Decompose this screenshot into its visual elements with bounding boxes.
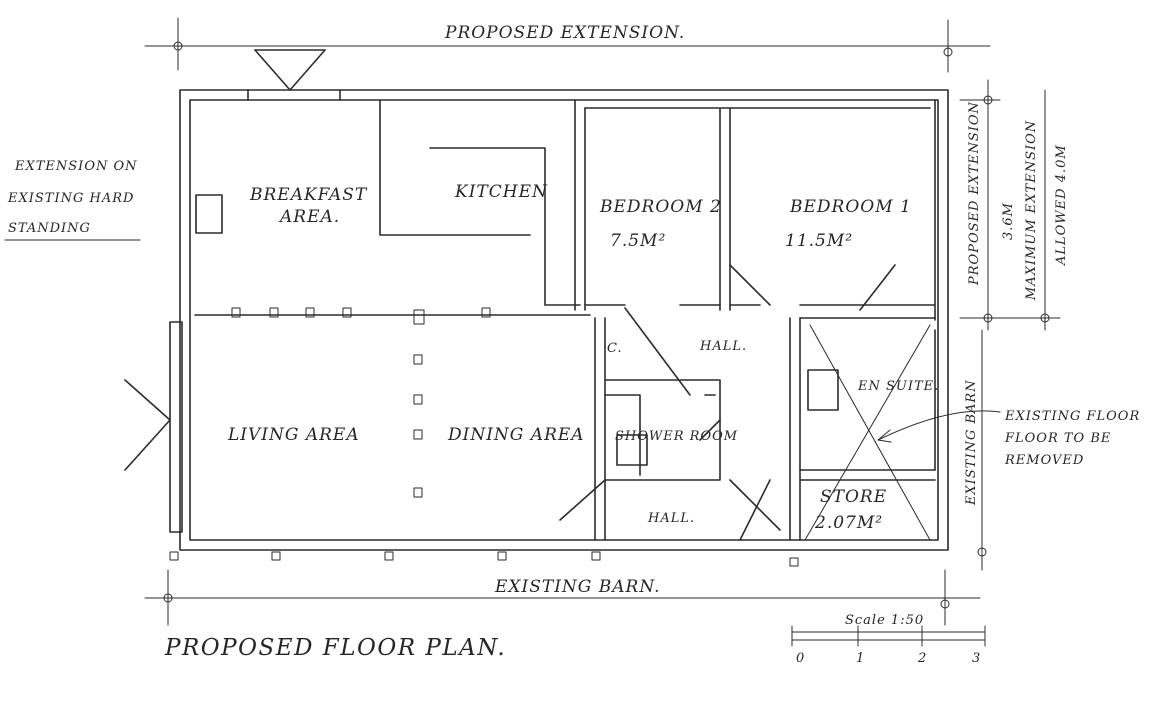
room-shower: SHOWER ROOM [615,429,738,444]
room-bedroom2: BEDROOM 2 [599,197,722,217]
right-vertical-2b: ALLOWED 4.0M [1054,144,1069,266]
dimension-lines [144,17,1061,626]
right-vertical-1a: PROPOSED EXTENSION [967,101,982,286]
bottom-label: EXISTING BARN. [494,577,661,597]
room-store-area: 2.07M² [814,513,883,533]
room-cupboard: C. [607,341,623,356]
room-breakfast-1: BREAKFAST [249,185,368,205]
floor-note-2: FLOOR TO BE [1004,431,1111,446]
floor-note-1: EXISTING FLOOR [1004,409,1140,424]
room-breakfast-2: AREA. [278,207,340,227]
room-dining: DINING AREA [447,425,585,445]
room-ensuite: EN SUITE. [857,379,939,394]
room-hall-upper: HALL. [699,339,747,354]
right-vertical-3: EXISTING BARN [964,379,979,506]
room-living: LIVING AREA [227,425,360,445]
internal-walls [194,99,936,541]
plan-title: PROPOSED FLOOR PLAN. [164,635,506,661]
left-note-3: STANDING [8,221,91,236]
room-hall-lower: HALL. [647,511,695,526]
floor-removal-marks [804,324,1001,541]
scale-label: Scale 1:50 [845,613,924,628]
left-note-1: EXTENSION ON [14,159,138,174]
scale-tick-2: 2 [917,651,927,666]
right-vertical-1b: 3.6M [1001,202,1016,240]
posts [169,307,799,567]
floor-note-3: REMOVED [1004,453,1084,468]
scale-bar [4,239,986,647]
room-bedroom2-area: 7.5M² [610,231,666,251]
room-bedroom1-area: 11.5M² [785,231,853,251]
scale-tick-1: 1 [856,651,865,666]
room-store: STORE [820,487,887,507]
left-note-2: EXISTING HARD [7,191,134,206]
room-kitchen: KITCHEN [454,182,548,202]
external-walls [124,49,949,551]
room-bedroom1: BEDROOM 1 [789,197,912,217]
scale-tick-0: 0 [796,651,805,666]
scale-tick-3: 3 [972,651,981,666]
right-vertical-2a: MAXIMUM EXTENSION [1024,120,1039,301]
top-label: PROPOSED EXTENSION. [444,23,685,43]
